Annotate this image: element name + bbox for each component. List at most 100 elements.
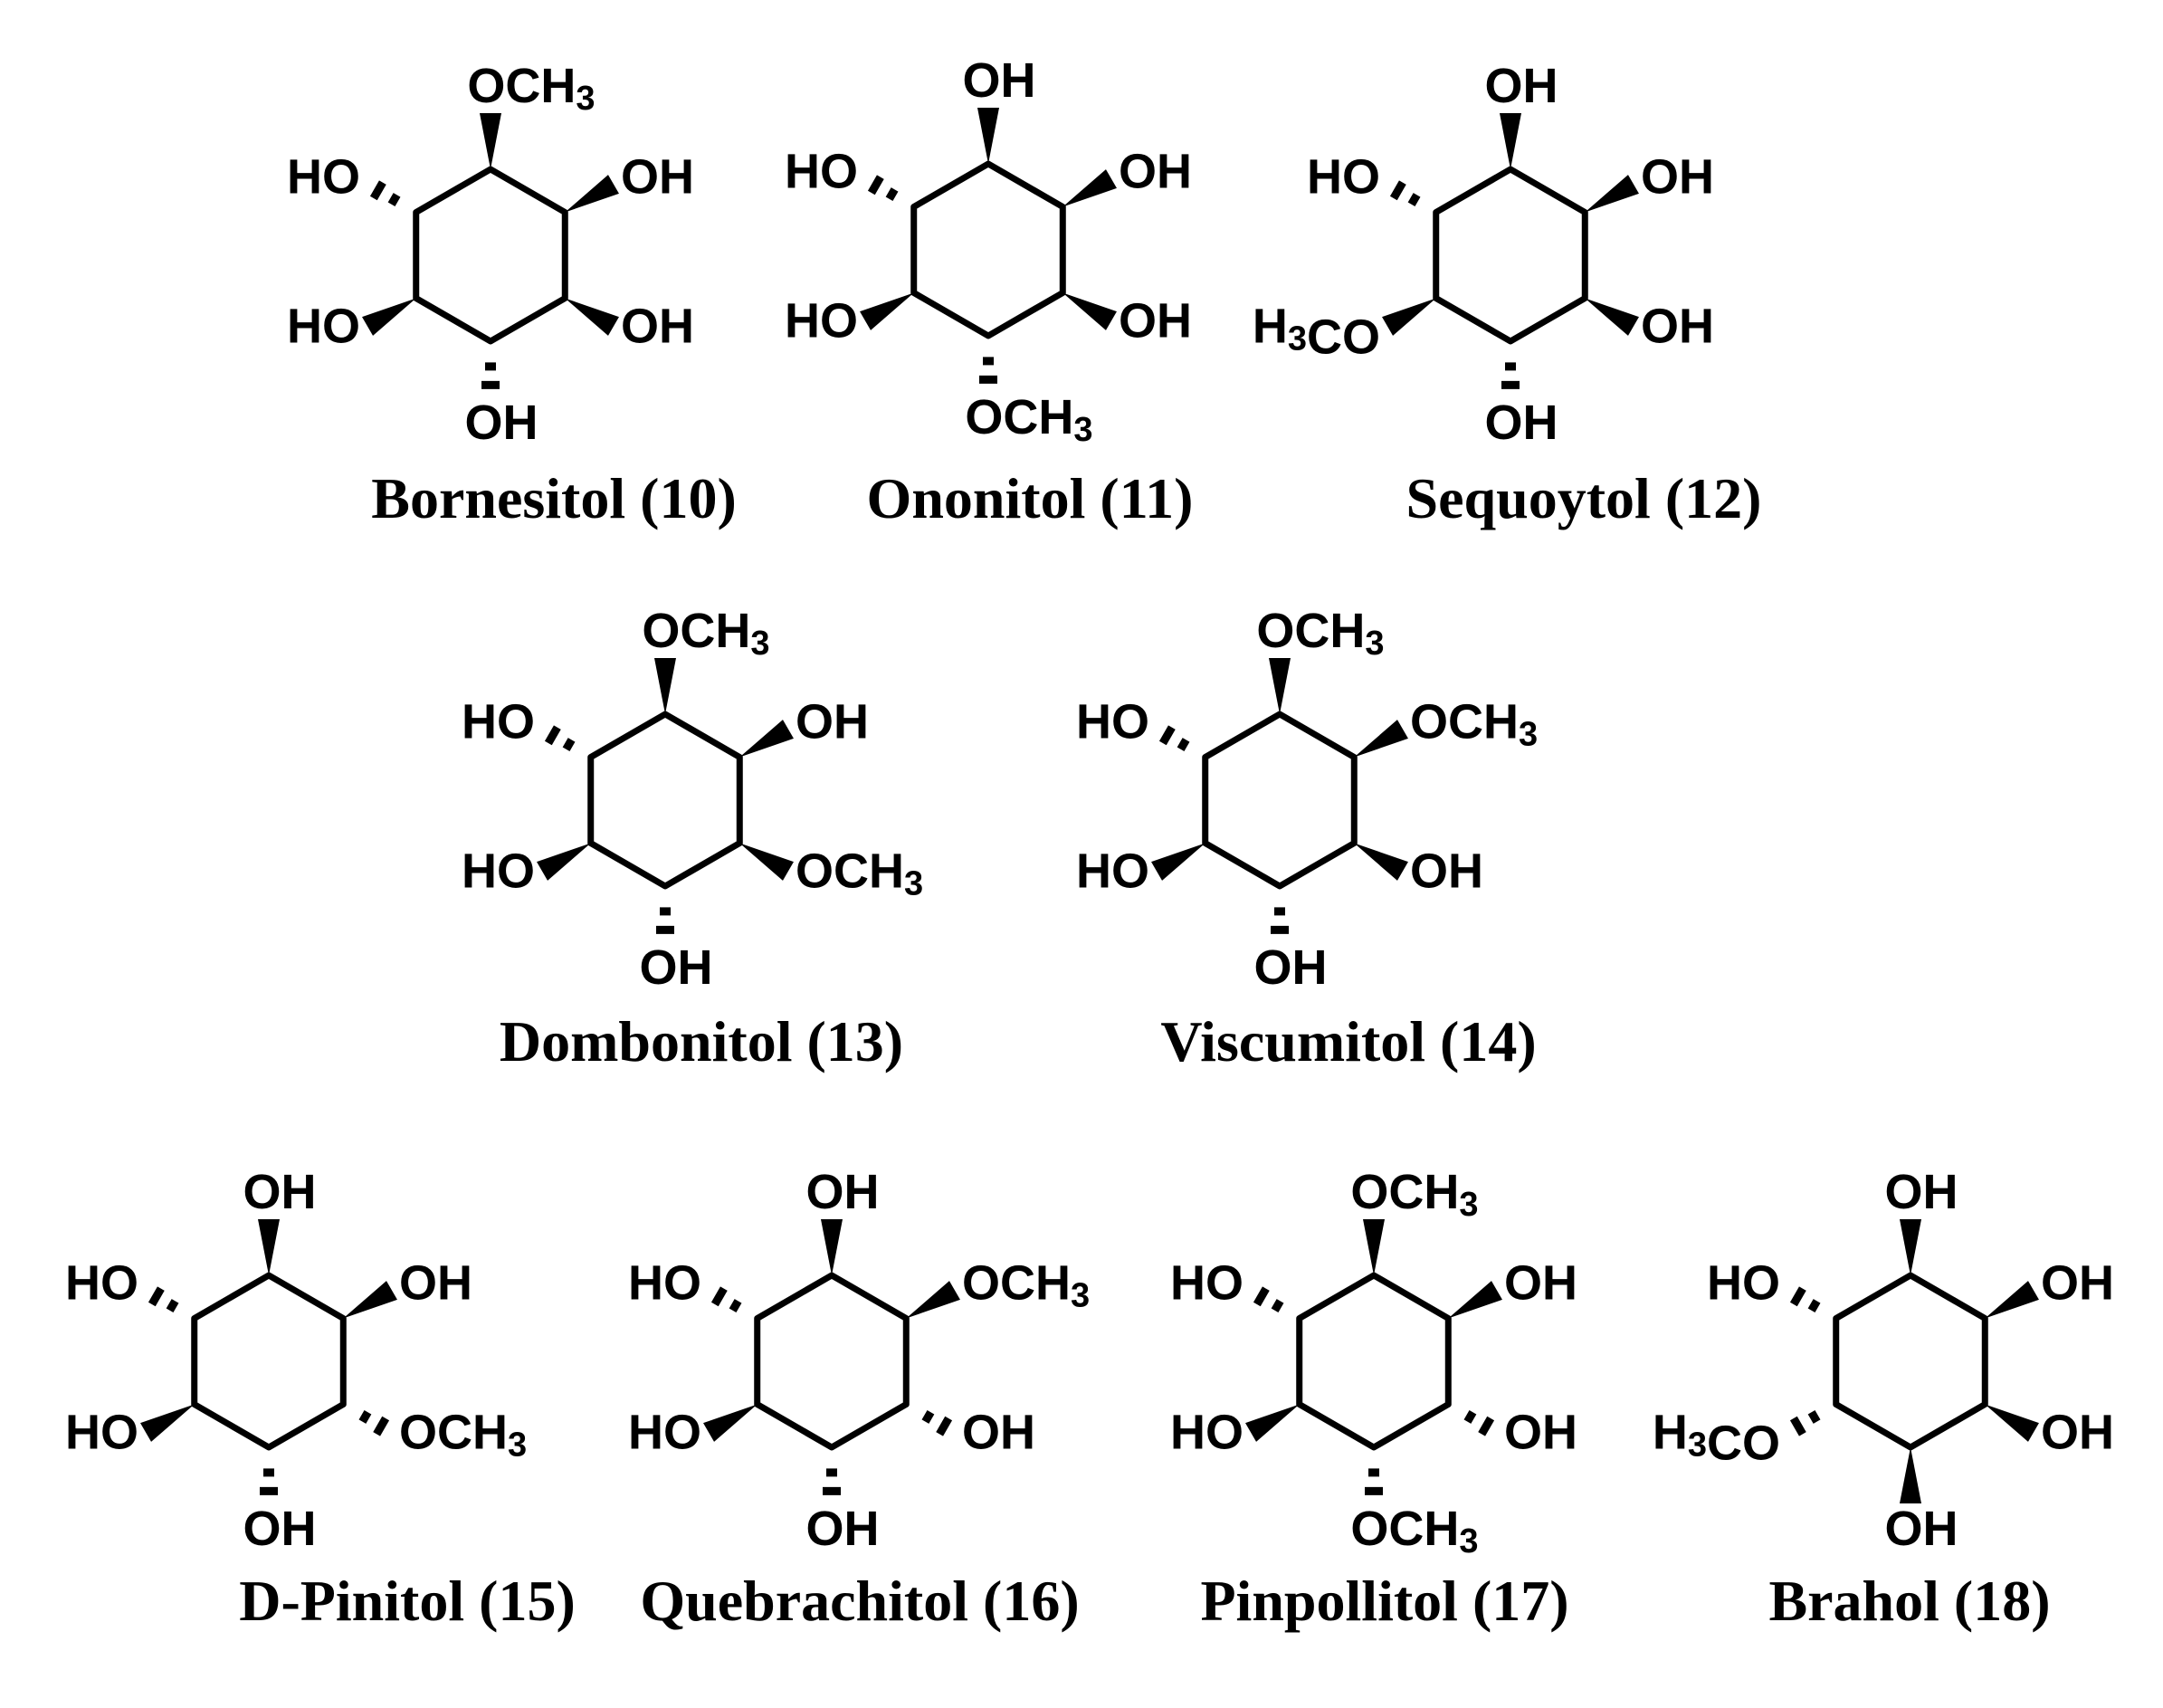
substituent-label: HO	[1707, 1256, 1780, 1311]
substituent-label: OH	[621, 150, 694, 205]
substituent-label: OH	[796, 695, 869, 749]
substituent-label: OH	[1254, 940, 1328, 995]
wedge-bond	[343, 1281, 397, 1319]
substituent-label: OCH3	[962, 1256, 1090, 1315]
wedge-bond	[1062, 292, 1117, 330]
wedge-bond	[1354, 843, 1408, 881]
wedge-bond	[1900, 1447, 1921, 1503]
wedge-bond	[258, 1219, 280, 1275]
hashed-bond	[1501, 362, 1520, 389]
wedge-bond	[537, 843, 591, 881]
substituent-label: HO	[65, 1256, 138, 1311]
substituent-label: OH	[1504, 1256, 1577, 1311]
substituent-label: HO	[1076, 844, 1149, 899]
hashed-bond	[260, 1468, 278, 1495]
substituent-label: HO	[1076, 695, 1149, 749]
compound-name: Bornesitol (10)	[371, 466, 737, 530]
wedge-bond	[1382, 298, 1436, 336]
hashed-bond	[481, 362, 500, 389]
substituent-label: OH	[1410, 844, 1483, 899]
wedge-bond	[565, 298, 619, 336]
wedge-bond	[703, 1404, 758, 1442]
compound-name: Dombonitol (13)	[500, 1009, 903, 1073]
wedge-bond	[906, 1281, 960, 1319]
compound-name: D-Pinitol (15)	[239, 1569, 576, 1633]
wedge-bond	[1985, 1281, 2039, 1319]
substituent-label: OCH3	[1350, 1165, 1478, 1224]
cyclohexane-ring	[1833, 1272, 1988, 1451]
compound-name: Quebrachitol (16)	[640, 1569, 1079, 1633]
hashed-bond	[867, 175, 899, 201]
substituent-label: OH	[963, 53, 1036, 108]
cyclohexane-ring	[1202, 711, 1358, 890]
wedge-bond	[977, 108, 999, 164]
hashed-bond	[1789, 1286, 1821, 1312]
wedge-bond	[739, 843, 794, 881]
substituent-label: OCH3	[796, 844, 923, 903]
compound-name: Sequoytol (12)	[1406, 466, 1762, 530]
substituent-label: HO	[287, 150, 360, 205]
substituent-label: OH	[1885, 1165, 1958, 1219]
cyclohexane-ring	[754, 1272, 910, 1451]
hashed-bond	[1158, 725, 1190, 751]
substituent-label: OH	[243, 1165, 317, 1219]
compound-name: Viscumitol (14)	[1160, 1009, 1536, 1073]
hashed-bond	[1389, 180, 1421, 206]
hashed-bond	[544, 725, 576, 751]
wedge-bond	[821, 1219, 843, 1275]
substituent-label: HO	[628, 1256, 701, 1311]
substituent-label: HO	[65, 1406, 138, 1460]
hashed-bond	[656, 907, 674, 934]
wedge-bond	[480, 113, 501, 169]
substituent-label: OCH3	[399, 1406, 527, 1465]
substituent-label: OH	[1641, 150, 1714, 205]
hashed-bond	[710, 1286, 742, 1312]
cyclohexane-ring	[191, 1272, 347, 1451]
hashed-bond	[979, 357, 997, 384]
substituent-label: H3CO	[1653, 1406, 1780, 1471]
wedge-bond	[1448, 1281, 1502, 1319]
substituent-label: OH	[640, 940, 713, 995]
substituent-label: OCH3	[1350, 1502, 1478, 1560]
cyclohexane-ring	[587, 711, 743, 890]
wedge-bond	[1585, 298, 1639, 336]
substituent-label: OH	[2041, 1406, 2114, 1460]
substituent-label: HO	[462, 844, 535, 899]
substituent-label: OH	[1641, 300, 1714, 354]
substituent-label: HO	[1170, 1256, 1243, 1311]
substituent-label: HO	[1170, 1406, 1243, 1460]
hashed-bond	[1789, 1410, 1821, 1436]
wedge-bond	[1062, 169, 1117, 207]
wedge-bond	[1269, 658, 1291, 714]
wedge-bond	[860, 292, 914, 330]
hashed-bond	[148, 1286, 179, 1312]
substituent-label: HO	[628, 1406, 701, 1460]
substituent-label: H3CO	[1253, 300, 1380, 365]
substituent-label: OCH3	[642, 604, 769, 663]
substituent-label: OCH3	[1410, 695, 1538, 754]
wedge-bond	[654, 658, 676, 714]
substituent-label: OH	[962, 1406, 1035, 1460]
hashed-bond	[1365, 1468, 1383, 1495]
wedge-bond	[1151, 843, 1205, 881]
wedge-bond	[1900, 1219, 1921, 1275]
substituent-label: OH	[1485, 59, 1558, 113]
substituent-label: OH	[1119, 294, 1192, 348]
substituent-label: OH	[2041, 1256, 2114, 1311]
substituent-label: HO	[287, 300, 360, 354]
substituent-label: HO	[785, 145, 858, 199]
wedge-bond	[1354, 720, 1408, 758]
substituent-label: OH	[243, 1502, 317, 1556]
hashed-bond	[1253, 1286, 1284, 1312]
substituent-label: OCH3	[467, 59, 595, 118]
hashed-bond	[823, 1468, 841, 1495]
